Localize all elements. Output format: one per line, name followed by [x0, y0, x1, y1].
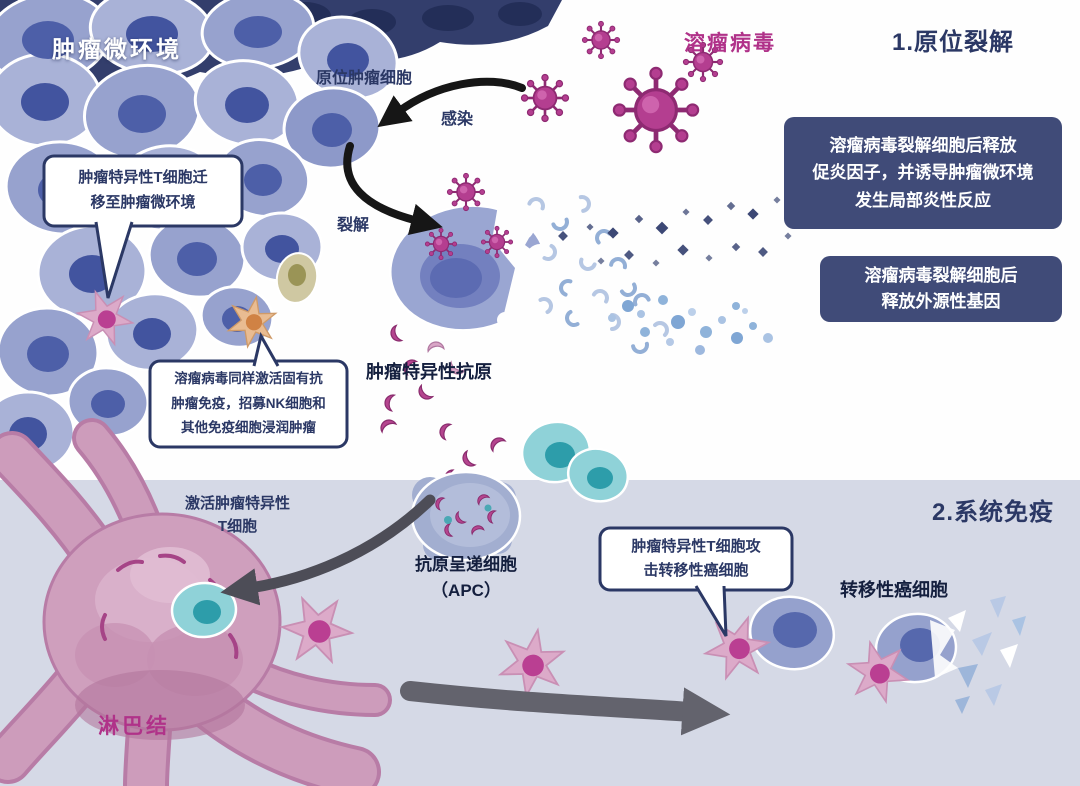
exogenous-gene-infobox: 溶瘤病毒裂解细胞后 释放外源性基因	[820, 256, 1062, 322]
teal-immune-cells	[520, 420, 629, 503]
activate-label-line1: 激活肿瘤特异性	[184, 495, 290, 512]
callout-line: 击转移性癌细胞	[643, 562, 749, 579]
lymph-node-label: 淋巴结	[98, 715, 170, 738]
metastatic-cancer-cell-label: 转移性癌细胞	[840, 580, 948, 600]
tumor-specific-antigen-label: 肿瘤特异性抗原	[366, 362, 492, 382]
callout-shapes	[42, 154, 794, 637]
infection-arrow	[377, 77, 526, 128]
released-factor-dots	[558, 196, 817, 267]
section1-heading: 1.原位裂解	[892, 29, 1015, 56]
oncolytic-virus-label: 溶瘤病毒	[684, 32, 776, 55]
lysis-debris	[527, 195, 669, 354]
t-cell-attack-callout: 肿瘤特异性T细胞攻 击转移性癌细胞	[600, 528, 792, 590]
infobox-line: 溶瘤病毒裂解细胞后	[864, 265, 1018, 285]
lysis-label: 裂解	[337, 217, 370, 234]
activated-t-cells	[278, 595, 578, 708]
callout-line: 肿瘤特异性T细胞攻	[631, 538, 761, 555]
callout-line: 移至肿瘤微环境	[90, 194, 196, 211]
lysing-infected-cell	[389, 204, 558, 332]
apc-label: 抗原呈递细胞 （APC）	[396, 552, 536, 603]
innate-immunity-callout: 溶瘤病毒同样激活固有抗 肿瘤免疫，招募NK细胞和 其他免疫细胞浸润肿瘤	[150, 361, 347, 447]
infiltrating-immune-cells	[72, 252, 319, 352]
apc-to-lymph-arrow	[220, 494, 436, 606]
infobox-line: 促炎因子，并诱导肿瘤微环境	[812, 163, 1034, 183]
callout-line: 溶瘤病毒同样激活固有抗	[174, 370, 323, 386]
tumor-microenvironment-heading: 肿瘤微环境	[52, 36, 182, 62]
infobox-line: 释放外源性基因	[881, 292, 1001, 311]
lymph-node-body	[0, 418, 392, 786]
exogenous-gene-bubbles	[608, 295, 773, 355]
migration-bottom-arrow	[400, 681, 731, 736]
infobox-line: 溶瘤病毒裂解细胞后释放	[829, 135, 1017, 155]
apc-label-line2: （APC）	[431, 580, 501, 600]
t-cell-migration-callout: 肿瘤特异性T细胞迁 移至肿瘤微环境	[44, 156, 242, 226]
section2-heading: 2.系统免疫	[932, 499, 1055, 526]
t-cell-attacking-cancer-cell	[699, 595, 836, 682]
proinflammatory-infobox: 溶瘤病毒裂解细胞后释放 促炎因子，并诱导肿瘤微环境 发生局部炎性反应	[784, 117, 1062, 229]
callout-line: 肿瘤特异性T细胞迁	[78, 169, 208, 187]
lysis-arrow	[343, 142, 443, 235]
metastatic-cell-being-destroyed	[840, 596, 1026, 714]
in-situ-tumor-cell-label: 原位肿瘤细胞	[316, 70, 413, 87]
apc-cell	[410, 470, 522, 562]
activate-label-line2: T细胞	[217, 518, 258, 536]
infection-label: 感染	[441, 111, 474, 128]
callout-line: 肿瘤免疫，招募NK细胞和	[171, 395, 326, 411]
callout-line: 其他免疫细胞浸润肿瘤	[181, 420, 316, 436]
activate-t-cell-label: 激活肿瘤特异性 T细胞	[160, 492, 315, 539]
tumor-cell-nuclei	[9, 16, 369, 451]
tumor-antigen-crescents	[377, 324, 506, 487]
infobox-line: 发生局部炎性反应	[855, 190, 991, 210]
flow-arrows	[220, 77, 731, 736]
apc-label-line1: 抗原呈递细胞	[415, 555, 517, 574]
